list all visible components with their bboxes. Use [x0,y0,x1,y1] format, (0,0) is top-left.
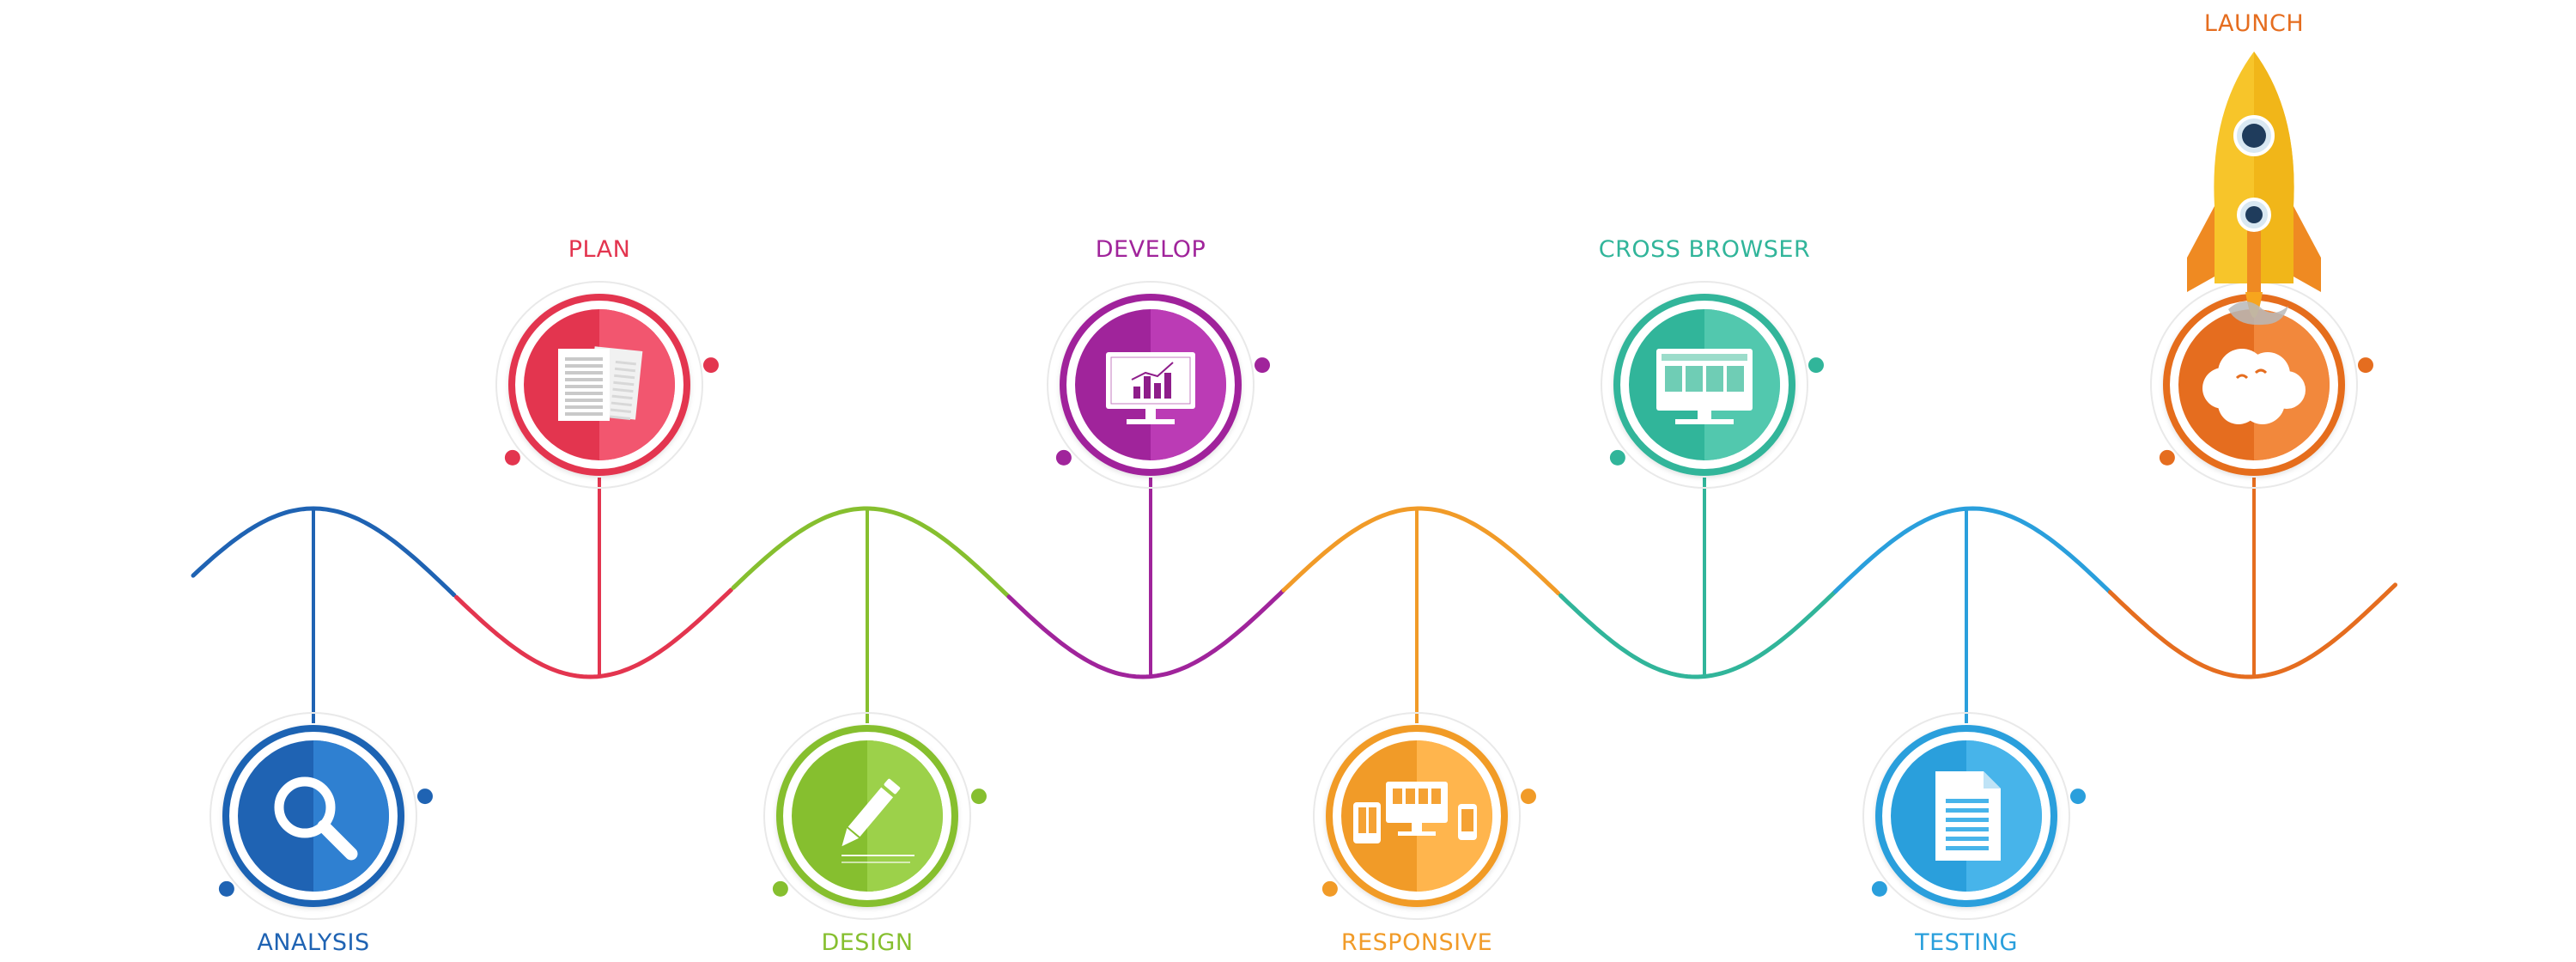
wave-segment-develop [1006,588,1286,679]
magnifier-icon [274,776,358,861]
step-node-launch [2150,281,2373,677]
step-label-cross_browser: CROSS BROWSER [1598,236,1811,263]
step-node-plan [495,281,719,677]
orbit-dot [504,449,520,466]
wave-segment-responsive [1281,506,1561,596]
step-node-testing [1862,508,2086,920]
orbit-dot [772,880,788,897]
inner-disc-highlight [867,740,943,892]
rocket-smoke [2228,301,2288,326]
orbit-dot [1871,880,1887,897]
step-label-design: DESIGN [821,929,914,956]
halo-ring [495,281,703,489]
step-node-design [763,508,987,920]
devices-icon [1353,782,1477,843]
step-label-plan: PLAN [568,236,631,263]
timeline-wave [191,506,2397,679]
step-node-analysis [210,508,433,920]
halo-ring [1313,712,1521,920]
inner-disc-highlight [1417,740,1492,892]
rocket-fin-right [2293,206,2321,292]
orbit-dot [1520,788,1536,805]
wave-segment-design [731,506,1011,599]
orbit-dot [2159,449,2175,466]
orbit-dot [1609,449,1625,466]
orbit-dot [2357,357,2373,374]
step-label-responsive: RESPONSIVE [1340,929,1493,956]
orbit-dot [1055,449,1072,466]
rocket-fin-left [2187,206,2215,292]
browser-window-icon [1656,349,1753,424]
halo-ring [210,712,417,920]
orbit-dot [1321,880,1338,897]
wave-segment-cross_browser [1558,589,1838,679]
wave-segment-testing [1833,506,2112,594]
documents-icon [558,346,643,421]
step-label-testing: TESTING [1915,929,2018,956]
halo-ring [1862,712,2070,920]
orbit-dot [1254,357,1270,374]
halo-ring [763,712,971,920]
step-label-develop: DEVELOP [1095,236,1206,263]
step-label-analysis: ANALYSIS [257,929,370,956]
halo-ring [1601,281,1808,489]
monitor-chart-icon [1106,352,1195,424]
orbit-dot [970,788,987,805]
step-node-develop [1047,281,1270,677]
wave-segment-analysis [191,506,457,598]
step-node-cross_browser [1601,281,1824,677]
orbit-dot [1807,357,1824,374]
rocket-icon [2187,52,2321,326]
wave-segment-launch [2108,582,2397,679]
orbit-dot [702,357,719,374]
pencil-icon [841,778,914,863]
orbit-dot [416,788,433,805]
timeline-nodes [210,281,2373,920]
halo-ring [1047,281,1255,489]
inner-disc-highlight [313,740,389,892]
orbit-dot [218,880,234,897]
document-icon [1935,771,2001,861]
step-label-launch: LAUNCH [2203,10,2305,37]
wave-segment-plan [454,588,733,679]
step-node-responsive [1313,508,1536,920]
orbit-dot [2069,788,2086,805]
cloud-icon [2202,349,2306,424]
